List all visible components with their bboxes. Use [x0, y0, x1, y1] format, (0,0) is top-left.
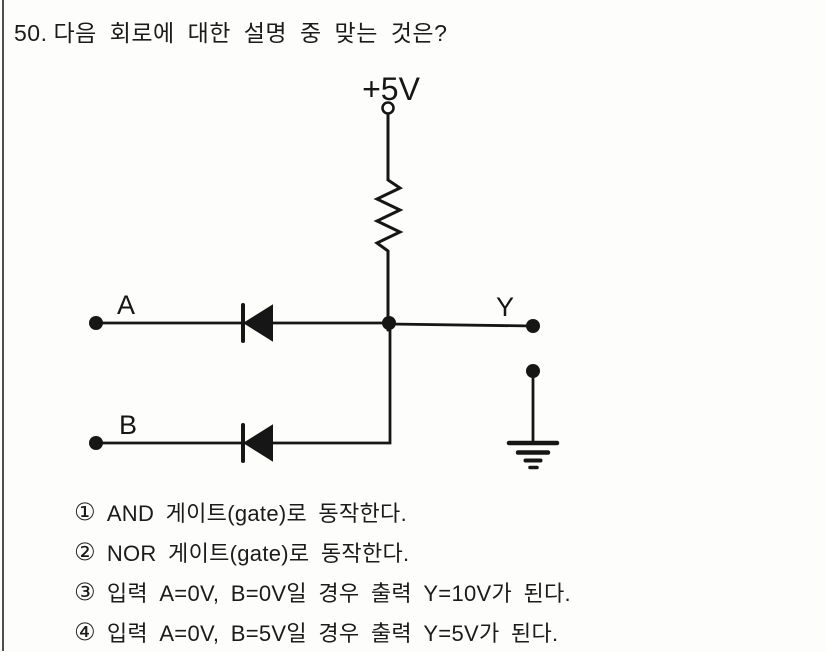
diode-a-icon [241, 303, 273, 343]
answer-options: ① AND 게이트(gate)로 동작한다. ② NOR 게이트(gate)로 … [74, 492, 794, 652]
option-4-text: 입력 A=0V, B=5V일 경우 출력 Y=5V가 된다. [106, 621, 559, 646]
option-1-number: ① [74, 498, 96, 526]
option-3-text: 입력 A=0V, B=0V일 경우 출력 Y=10V가 된다. [106, 581, 571, 606]
question-number: 50. [14, 20, 48, 46]
input-a-label: A [117, 290, 135, 320]
ground-terminal-dot [526, 364, 540, 378]
answer-option-1: ① AND 게이트(gate)로 동작한다. [74, 492, 794, 532]
ground-icon [506, 375, 560, 470]
wire-output-y [387, 322, 535, 328]
answer-option-4: ④ 입력 A=0V, B=5V일 경우 출력 Y=5V가 된다. [74, 612, 794, 652]
answer-option-2: ② NOR 게이트(gate)로 동작한다. [74, 532, 794, 572]
option-2-number: ② [74, 538, 96, 566]
option-4-number: ④ [74, 618, 96, 646]
input-a-terminal-dot [89, 316, 103, 330]
option-2-text: NOR 게이트(gate)로 동작한다. [106, 541, 410, 566]
input-b-terminal-dot [89, 436, 103, 450]
output-y-label: Y [496, 292, 514, 322]
question-text: 다음 회로에 대한 설명 중 맞는 것은? [53, 20, 448, 46]
question-title: 50.다음 회로에 대한 설명 중 맞는 것은? [14, 14, 447, 48]
option-1-text: AND 게이트(gate)로 동작한다. [106, 501, 408, 526]
resistor-icon [373, 112, 404, 332]
output-y-terminal-dot [526, 319, 540, 333]
option-3-number: ③ [74, 578, 96, 606]
answer-option-3: ③ 입력 A=0V, B=0V일 경우 출력 Y=10V가 된다. [74, 572, 794, 612]
input-b-label: B [119, 410, 137, 440]
page-left-border [2, 0, 4, 651]
diode-b-icon [241, 423, 273, 463]
supply-voltage-label: +5V [362, 71, 420, 107]
wire-input-b [94, 321, 392, 445]
junction-node-dot [382, 316, 396, 330]
